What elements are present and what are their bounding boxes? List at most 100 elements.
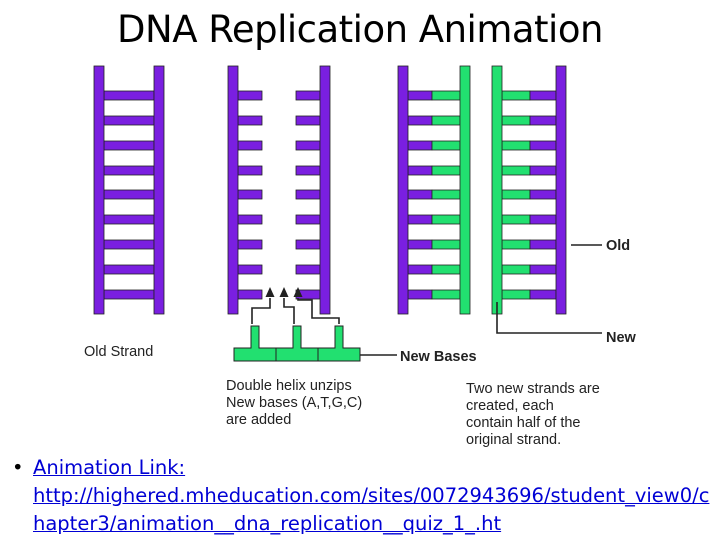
old-base-half bbox=[407, 90, 433, 101]
new-base-half bbox=[501, 264, 531, 275]
old-backbone bbox=[153, 65, 165, 315]
base-pair-rung bbox=[103, 264, 155, 275]
base-pair-rung bbox=[103, 115, 155, 126]
new-base-half bbox=[431, 189, 461, 200]
new-base bbox=[317, 325, 361, 362]
unpaired-base bbox=[295, 264, 321, 275]
base-pair-rung bbox=[103, 90, 155, 101]
old-base-half bbox=[529, 214, 557, 225]
old-base-half bbox=[529, 115, 557, 126]
new-base-half bbox=[501, 214, 531, 225]
base-pair-rung bbox=[103, 189, 155, 200]
base-pair-rung bbox=[103, 289, 155, 300]
new-base-half bbox=[501, 289, 531, 300]
leader-line bbox=[297, 298, 340, 324]
base-pair-rung bbox=[103, 165, 155, 176]
base-pair-rung bbox=[103, 140, 155, 151]
arrowhead bbox=[265, 287, 275, 297]
free-nucleotides bbox=[233, 325, 361, 362]
old-backbone bbox=[319, 65, 331, 315]
new-base-half bbox=[431, 264, 461, 275]
old-backbone bbox=[397, 65, 409, 315]
unpaired-base bbox=[237, 264, 263, 275]
animation-link-label[interactable]: Animation Link: bbox=[33, 456, 186, 479]
arrowhead bbox=[293, 287, 303, 297]
new-base-half bbox=[431, 115, 461, 126]
unpaired-base bbox=[237, 140, 263, 151]
old-base-half bbox=[529, 140, 557, 151]
old-backbone bbox=[555, 65, 567, 315]
old-backbone bbox=[227, 65, 239, 315]
new-base-half bbox=[431, 214, 461, 225]
new-base-half bbox=[501, 189, 531, 200]
new-base bbox=[233, 325, 277, 362]
unpaired-base bbox=[237, 90, 263, 101]
old-base-half bbox=[407, 214, 433, 225]
new-base-half bbox=[501, 165, 531, 176]
unpaired-base bbox=[237, 214, 263, 225]
unpaired-base bbox=[295, 115, 321, 126]
arrowhead bbox=[279, 287, 289, 297]
unpaired-base bbox=[237, 165, 263, 176]
new-base-half bbox=[431, 239, 461, 250]
unpaired-base bbox=[295, 140, 321, 151]
unpaired-base bbox=[237, 189, 263, 200]
old-base-half bbox=[529, 90, 557, 101]
old-base-half bbox=[407, 140, 433, 151]
link-bullet-text: Animation Link: http://highered.mheducat… bbox=[33, 454, 713, 538]
old-base-half bbox=[529, 289, 557, 300]
old-base-half bbox=[407, 239, 433, 250]
new-base-half bbox=[431, 90, 461, 101]
slide-title: DNA Replication Animation bbox=[117, 8, 603, 51]
unpaired-base bbox=[295, 165, 321, 176]
new-base-half bbox=[501, 115, 531, 126]
result-caption-line: created, each bbox=[466, 398, 554, 414]
new-base-half bbox=[501, 239, 531, 250]
bullet-icon: • bbox=[12, 456, 24, 479]
unzip-arrowheads bbox=[265, 287, 303, 297]
result-caption-line: original strand. bbox=[466, 432, 561, 448]
new-base-half bbox=[431, 165, 461, 176]
base-pair-rung bbox=[103, 214, 155, 225]
unpaired-base bbox=[295, 239, 321, 250]
old-backbone bbox=[93, 65, 105, 315]
unpaired-base bbox=[237, 239, 263, 250]
old-base-half bbox=[529, 239, 557, 250]
old-base-half bbox=[407, 289, 433, 300]
old-base-half bbox=[529, 264, 557, 275]
old-label: Old bbox=[606, 238, 630, 254]
new-base-half bbox=[501, 140, 531, 151]
new-label: New bbox=[606, 330, 637, 346]
unzip-caption-line: New bases (A,T,G,C) bbox=[226, 395, 362, 411]
leader-line bbox=[283, 298, 295, 324]
result-caption-line: contain half of the bbox=[466, 415, 580, 431]
connector-lines bbox=[251, 244, 602, 356]
unpaired-base bbox=[237, 115, 263, 126]
unpaired-base bbox=[295, 90, 321, 101]
old-base-half bbox=[529, 165, 557, 176]
dna-strands bbox=[93, 65, 567, 315]
dna-replication-diagram: Old Strand New Bases Old New Double heli… bbox=[84, 65, 637, 448]
unpaired-base bbox=[237, 289, 263, 300]
new-base-half bbox=[431, 289, 461, 300]
new-base bbox=[275, 325, 319, 362]
old-base-half bbox=[407, 115, 433, 126]
result-caption-line: Two new strands are bbox=[466, 381, 600, 397]
result-caption: Two new strands are created, each contai… bbox=[466, 381, 604, 448]
leader-line bbox=[251, 298, 271, 324]
new-base-half bbox=[431, 140, 461, 151]
unzip-caption-line: Double helix unzips bbox=[226, 378, 352, 394]
old-base-half bbox=[407, 189, 433, 200]
old-base-half bbox=[407, 264, 433, 275]
old-base-half bbox=[407, 165, 433, 176]
unzip-caption: Double helix unzips New bases (A,T,G,C) … bbox=[226, 378, 366, 428]
leader-line bbox=[496, 302, 602, 334]
base-pair-rung bbox=[103, 239, 155, 250]
new-backbone bbox=[459, 65, 471, 315]
old-strand-label: Old Strand bbox=[84, 344, 153, 360]
new-base-half bbox=[501, 90, 531, 101]
animation-link-url[interactable]: http://highered.mheducation.com/sites/00… bbox=[33, 484, 710, 535]
new-backbone bbox=[491, 65, 503, 315]
unzip-caption-line: are added bbox=[226, 412, 291, 428]
unpaired-base bbox=[295, 189, 321, 200]
